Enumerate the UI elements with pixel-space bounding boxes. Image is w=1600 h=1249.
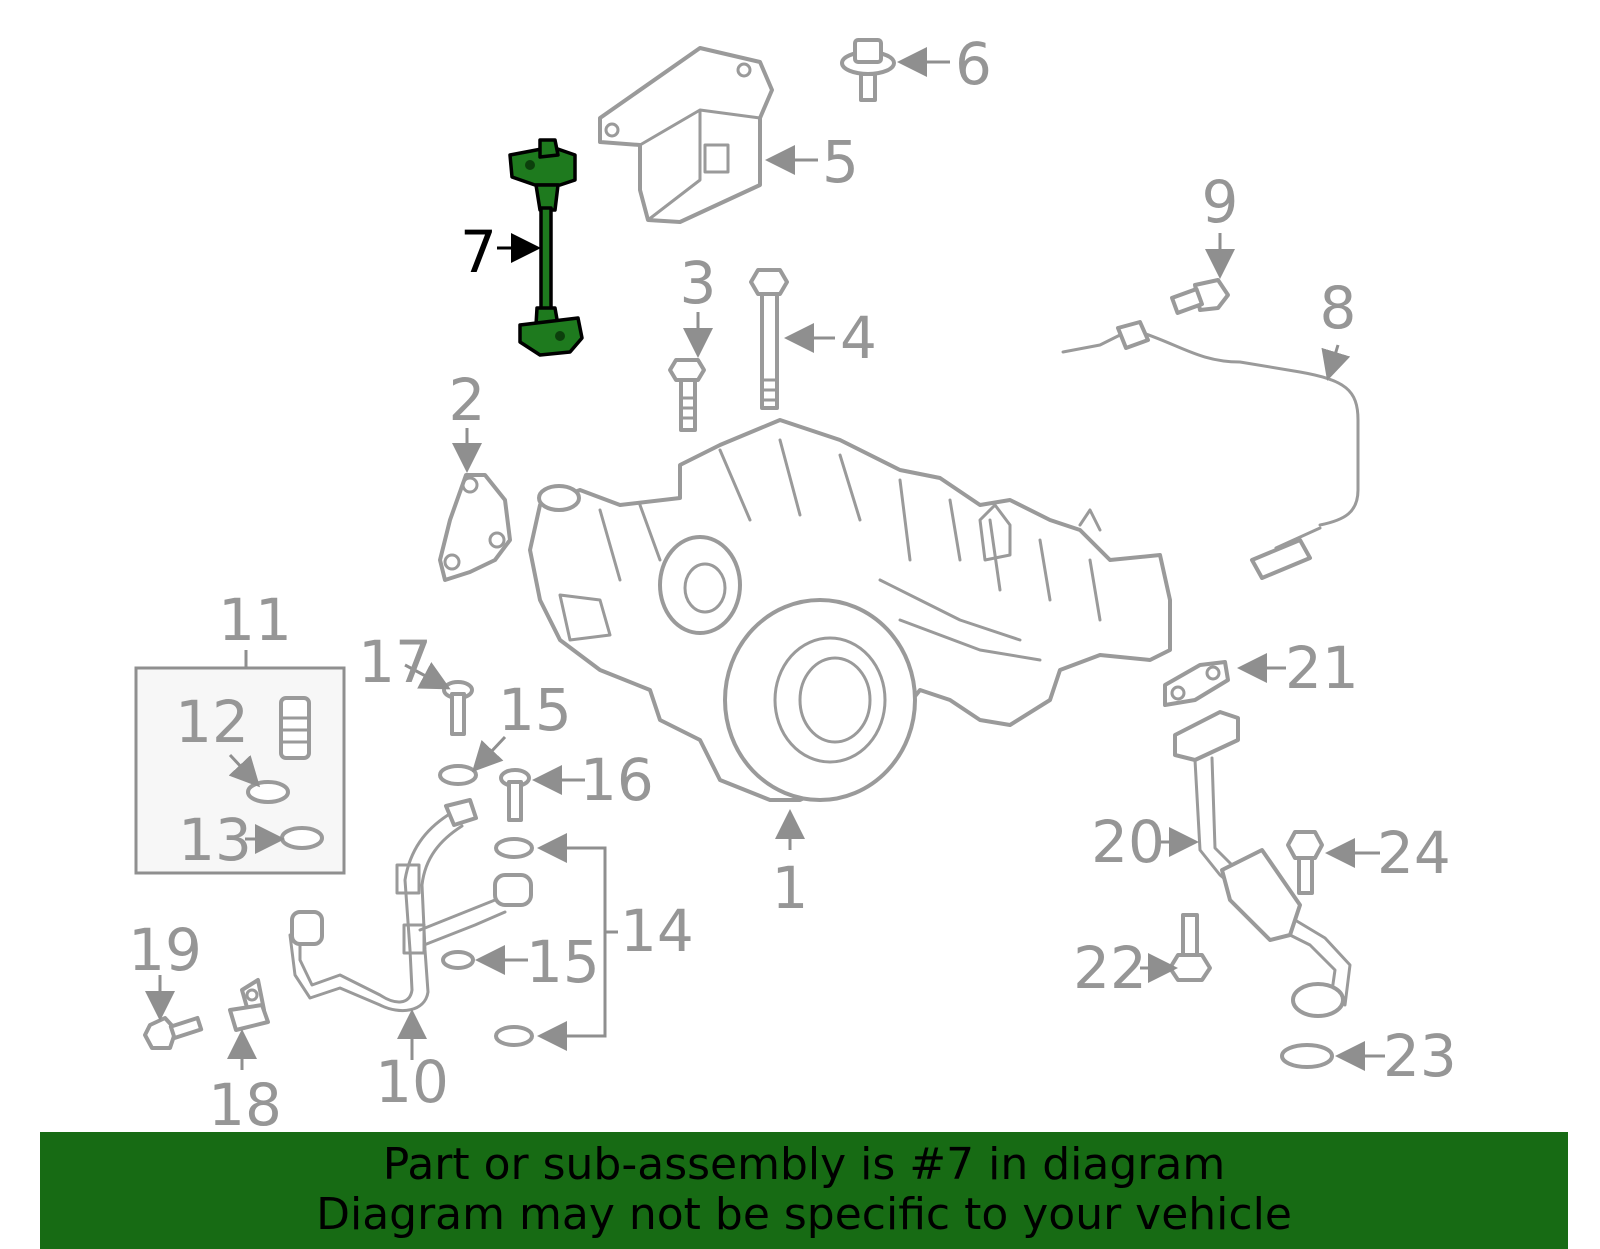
callout-8: 8 bbox=[1320, 274, 1357, 342]
callout-14: 14 bbox=[620, 897, 694, 965]
callout-22: 22 bbox=[1073, 934, 1147, 1002]
part-15-washer-upper bbox=[438, 764, 478, 786]
callout-5: 5 bbox=[822, 128, 859, 196]
part-3-bolt bbox=[668, 358, 706, 432]
callout-2: 2 bbox=[449, 366, 486, 434]
part-19-bolt bbox=[143, 1015, 204, 1050]
callout-3: 3 bbox=[680, 249, 717, 317]
callout-20: 20 bbox=[1091, 808, 1165, 876]
callout-16: 16 bbox=[580, 746, 654, 814]
part-6-bolt bbox=[840, 38, 896, 102]
callout-13: 13 bbox=[178, 806, 252, 874]
callout-17: 17 bbox=[358, 628, 432, 696]
part-24-bolt bbox=[1286, 830, 1324, 895]
banner-line-2: Diagram may not be specific to your vehi… bbox=[316, 1189, 1292, 1240]
part-10-pipe bbox=[288, 798, 533, 1013]
callout-10: 10 bbox=[375, 1048, 449, 1116]
part-8-sensor bbox=[1061, 320, 1360, 580]
callout-15-upper: 15 bbox=[498, 676, 572, 744]
callout-6: 6 bbox=[955, 30, 992, 98]
part-14-washers bbox=[441, 837, 534, 1047]
callout-9: 9 bbox=[1202, 168, 1239, 236]
part-23-washer bbox=[1280, 1043, 1334, 1069]
part-21-gasket bbox=[1163, 660, 1230, 707]
part-18-bracket bbox=[228, 978, 270, 1032]
part-17-bolt bbox=[442, 680, 474, 736]
part-22-stud bbox=[1168, 913, 1212, 982]
callout-4: 4 bbox=[840, 304, 877, 372]
callout-7: 7 bbox=[460, 218, 497, 286]
part-7-highlighted bbox=[508, 138, 584, 357]
part-1-turbocharger bbox=[528, 418, 1172, 802]
callout-leaders bbox=[145, 47, 1385, 1071]
part-5-bracket bbox=[598, 46, 774, 224]
callout-23: 23 bbox=[1383, 1022, 1457, 1090]
callout-18: 18 bbox=[208, 1071, 282, 1139]
callout-12: 12 bbox=[175, 688, 249, 756]
part-info-banner: Part or sub-assembly is #7 in diagram Di… bbox=[40, 1132, 1568, 1249]
callout-24: 24 bbox=[1377, 819, 1451, 887]
callout-11: 11 bbox=[218, 586, 292, 654]
part-2-gasket bbox=[438, 473, 512, 582]
banner-line-1: Part or sub-assembly is #7 in diagram bbox=[382, 1139, 1226, 1190]
callout-15-lower: 15 bbox=[526, 928, 600, 996]
callout-21: 21 bbox=[1285, 634, 1359, 702]
callout-1: 1 bbox=[772, 854, 809, 922]
part-16-bolt bbox=[499, 768, 531, 822]
part-20-pipe bbox=[1173, 710, 1352, 1018]
callout-19: 19 bbox=[128, 916, 202, 984]
part-4-bolt bbox=[749, 268, 789, 410]
part-9-bolt bbox=[1170, 278, 1230, 315]
